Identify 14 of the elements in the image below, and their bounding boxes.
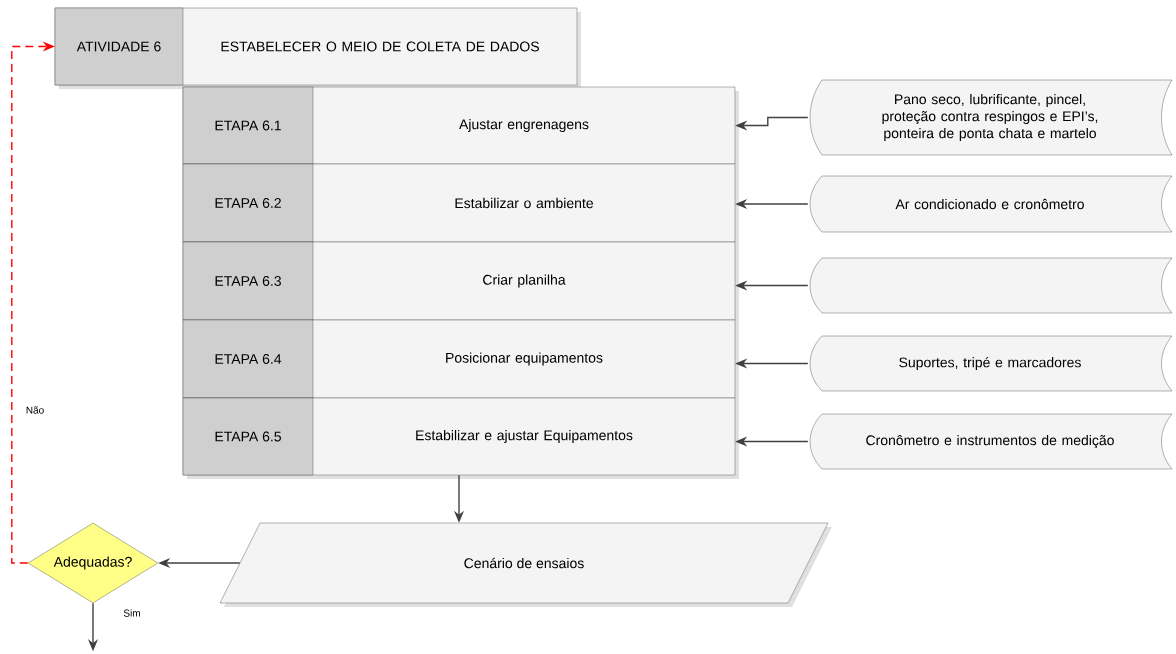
step-row: ATIVIDADE 6 ESTABELECER O MEIO DE COLETA DE DADOS xyxy=(54,7,581,89)
step-row: ETAPA 6.2 Estabilizar o ambiente xyxy=(182,163,739,246)
resource-box: Cronômetro e instrumentos de medição xyxy=(809,413,1173,470)
edge-label: Sim xyxy=(122,608,142,618)
step-row: ETAPA 6.3 Criar planilha xyxy=(182,241,739,324)
step-row: ETAPA 6.5 Estabilizar e ajustar Equipamentos xyxy=(182,397,739,479)
output-parallelogram: Cenário de ensaios xyxy=(219,522,832,607)
resource-box: Pano seco, lubrificante, pincel, proteção contra respingos e EPI’s, ponteira de ponta chata e martelo xyxy=(809,79,1173,156)
step-row: ETAPA 6.1 Ajustar engrenagens xyxy=(182,86,739,168)
storage-shape xyxy=(809,257,1173,314)
resource-box: Ar condicionado e cronômetro xyxy=(809,175,1173,233)
edge-label: Não xyxy=(24,405,46,415)
resource-box: Suportes, tripé e marcadores xyxy=(809,335,1173,392)
step-row: ETAPA 6.4 Posicionar equipamentos xyxy=(182,319,739,402)
